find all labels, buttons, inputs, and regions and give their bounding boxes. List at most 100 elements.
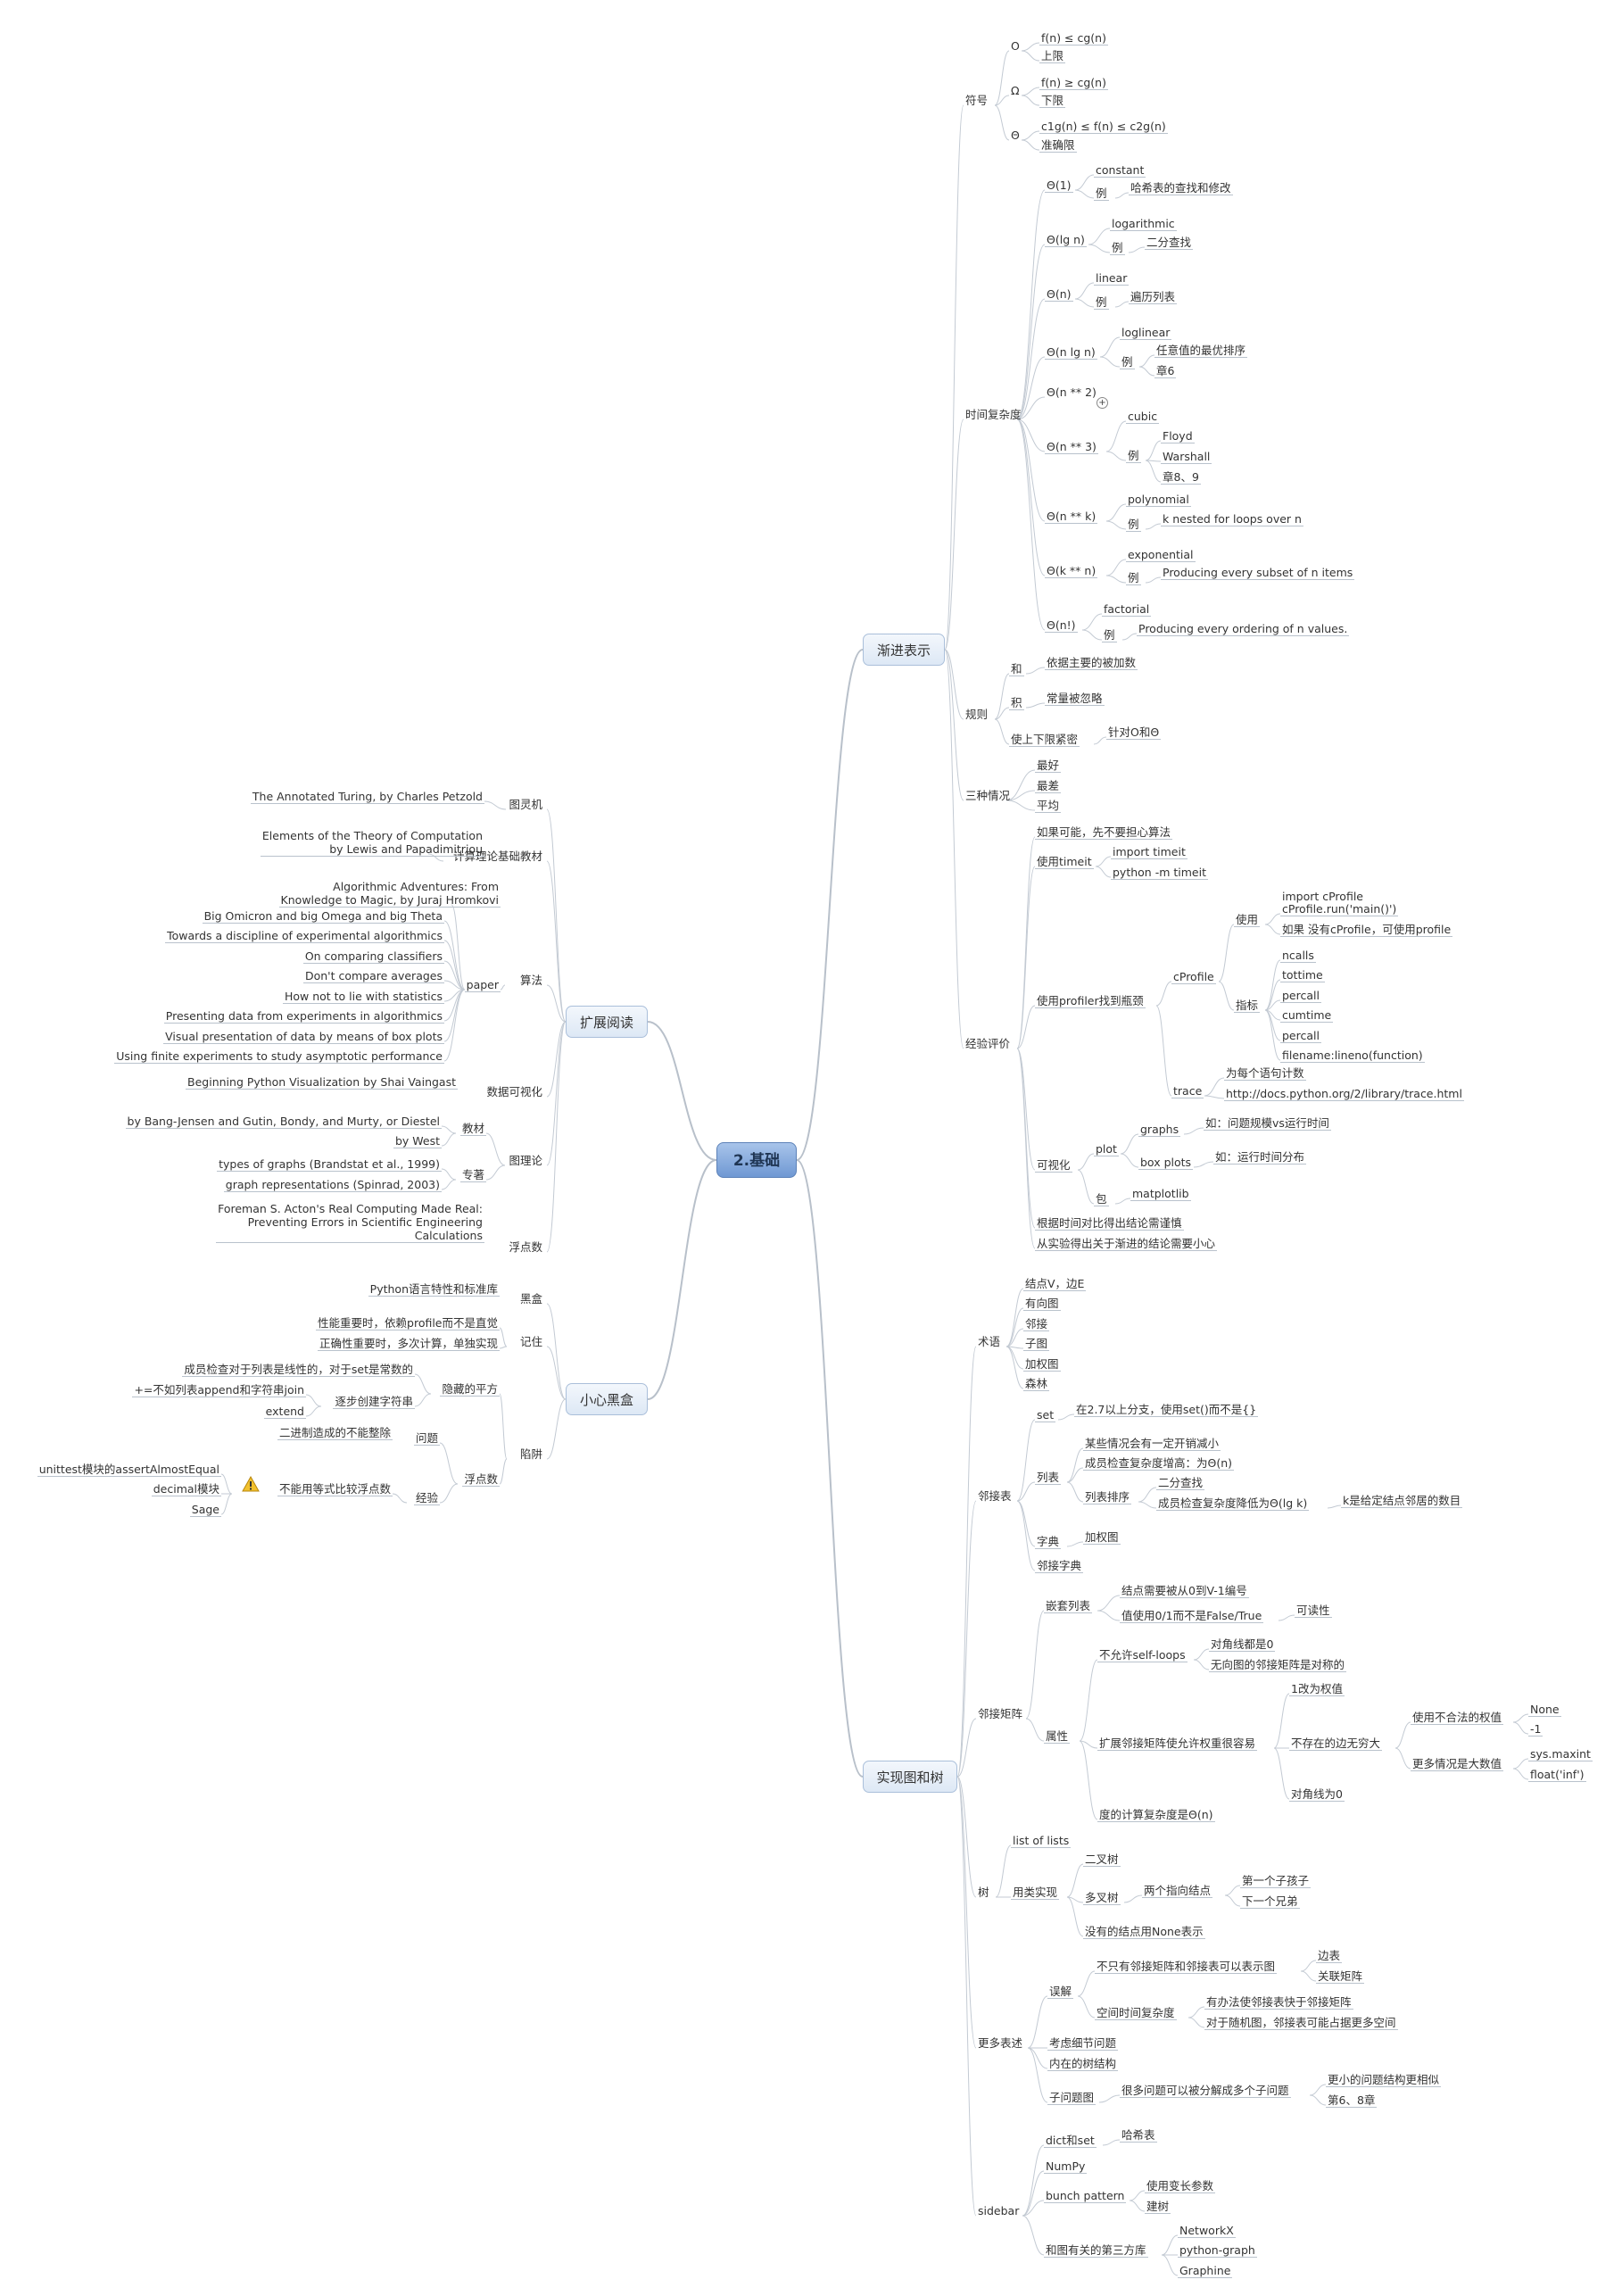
node-pingjun[interactable]: 平均 [1035, 799, 1062, 813]
node-hash[interactable]: 哈希表的查找和修改 [1129, 181, 1233, 195]
node-neg1[interactable]: -1 [1528, 1722, 1543, 1737]
node-ruguomei[interactable]: 如果 没有cProfile，可使用profile [1280, 923, 1453, 937]
central-topic[interactable]: 2.基础 [716, 1142, 797, 1178]
node-zitu[interactable]: 子图 [1023, 1337, 1050, 1351]
node-lbpx2[interactable]: 成员检查复杂度降低为Θ(lg k) [1156, 1496, 1310, 1511]
node-jisuan[interactable]: 计算理论基础教材 [452, 850, 542, 863]
node-traceurl[interactable]: http://docs.python.org/2/library/trace.h… [1224, 1087, 1464, 1101]
node-li[interactable]: 例 [1110, 241, 1125, 255]
node-jiaquan[interactable]: 加权图 [1023, 1357, 1061, 1372]
node-pytimeit[interactable]: python -m timeit [1111, 866, 1208, 880]
node-lbpx[interactable]: 列表排序 [1083, 1490, 1132, 1504]
node-yincang[interactable]: 隐藏的平方 [440, 1382, 500, 1397]
node-loglinear[interactable]: loglinear [1120, 326, 1172, 340]
node-linjie[interactable]: 邻接 [1023, 1317, 1050, 1331]
node-zhang89[interactable]: 章8、9 [1161, 470, 1201, 485]
node-dictset[interactable]: dict和set [1044, 2134, 1097, 2148]
node-percall[interactable]: percall [1280, 989, 1321, 1003]
node-wenti[interactable]: 问题 [413, 1431, 440, 1446]
node-fOm[interactable]: f(n) ≥ cg(n) [1039, 76, 1108, 90]
node-zhang68[interactable]: 第6、8章 [1326, 2093, 1378, 2108]
node-meige[interactable]: 为每个语句计数 [1224, 1066, 1306, 1081]
node-tkn[interactable]: Θ(k ** n) [1045, 564, 1098, 578]
node-bao[interactable]: 包 [1094, 1192, 1109, 1206]
node-ncalls[interactable]: ncalls [1280, 949, 1316, 963]
node-visual[interactable]: Visual presentation of data by means of … [163, 1030, 444, 1044]
node-tnk[interactable]: Θ(n ** k) [1045, 510, 1098, 524]
node-linjiebiao[interactable]: 邻接表 [978, 1489, 1012, 1503]
node-genju[interactable]: 根据时间对比得出结论需谨慎 [1035, 1216, 1184, 1231]
node-shangxian[interactable]: 上限 [1039, 49, 1066, 63]
node-tnlg[interactable]: Θ(n lg n) [1045, 345, 1097, 360]
node-jiaquantu[interactable]: 加权图 [1083, 1530, 1121, 1545]
node-tn3[interactable]: Θ(n ** 3) [1045, 440, 1098, 454]
node-xingneng[interactable]: 性能重要时，依赖profile而不是直觉 [316, 1316, 500, 1330]
node-spinrad[interactable]: graph representations (Spinrad, 2003) [223, 1178, 442, 1192]
node-qiantao[interactable]: 嵌套列表 [1044, 1599, 1093, 1613]
node-Th[interactable]: Θ [1011, 128, 1020, 142]
node-youban[interactable]: 有办法使邻接表快于邻接矩阵 [1204, 1995, 1353, 2010]
node-factorial[interactable]: factorial [1102, 602, 1152, 617]
node-he1[interactable]: 依据主要的被加数 [1045, 656, 1138, 670]
node-bigo[interactable]: Big Omicron and big Omega and big Theta [202, 909, 444, 924]
node-dont[interactable]: Don't compare averages [302, 969, 444, 983]
node-fudianshu[interactable]: 浮点数 [509, 1240, 542, 1254]
node-haxibiao[interactable]: 哈希表 [1120, 2128, 1157, 2143]
node-liebiao[interactable]: 列表 [1035, 1471, 1062, 1485]
node-zhang6[interactable]: 章6 [1154, 364, 1177, 378]
node-tn[interactable]: Θ(n) [1045, 287, 1073, 302]
node-erjinzhi[interactable]: 二进制造成的不能整除 [277, 1426, 393, 1440]
node-heihe[interactable]: 黑盒 [519, 1292, 542, 1305]
node-bunx[interactable]: 不允许self-loops [1097, 1648, 1188, 1662]
node-kongjian[interactable]: 空间时间复杂度 [1095, 2006, 1177, 2020]
node-qt2[interactable]: 值使用0/1而不是False/True [1120, 1609, 1264, 1623]
branch-kuozhan[interactable]: 扩展阅读 [566, 1006, 648, 1038]
node-zhengque[interactable]: 正确性重要时，多次计算，单独实现 [317, 1337, 500, 1351]
node-polynomial[interactable]: polynomial [1126, 493, 1191, 507]
node-subset[interactable]: Producing every subset of n items [1161, 566, 1355, 580]
node-vaingast[interactable]: Beginning Python Visualization by Shai V… [186, 1075, 458, 1090]
branch-shixian[interactable]: 实现图和树 [863, 1761, 957, 1793]
node-networkx[interactable]: NetworkX [1178, 2224, 1236, 2238]
node-comparing[interactable]: On comparing classifiers [302, 949, 444, 964]
node-jiedian[interactable]: 结点V，边E [1023, 1277, 1087, 1291]
node-gengduobiaoshu[interactable]: 更多表述 [978, 2036, 1023, 2050]
node-boxplots[interactable]: box plots [1138, 1156, 1194, 1170]
node-graphs[interactable]: graphs [1138, 1123, 1181, 1137]
node-bianchang[interactable]: 使用变长参数 [1145, 2179, 1216, 2193]
node-bucunzai[interactable]: 不存在的边无穷大 [1289, 1737, 1383, 1751]
node-inf[interactable]: float('inf') [1528, 1768, 1586, 1782]
node-maxint[interactable]: sys.maxint [1528, 1747, 1593, 1761]
node-trace[interactable]: trace [1171, 1084, 1204, 1098]
node-kuozhan2[interactable]: 扩展邻接矩阵使允许权重很容易 [1097, 1737, 1258, 1751]
node-ji[interactable]: 积 [1009, 696, 1024, 710]
node-linjiejuzhen[interactable]: 邻接矩阵 [978, 1707, 1023, 1720]
node-none[interactable]: None [1528, 1703, 1561, 1717]
node-li[interactable]: 例 [1094, 186, 1109, 201]
node-warshall[interactable]: Warshall [1161, 450, 1212, 464]
node-duocha[interactable]: 多叉树 [1083, 1891, 1121, 1905]
node-guize[interactable]: 规则 [965, 708, 989, 721]
node-zhuanzhu[interactable]: 专著 [459, 1168, 486, 1182]
node-presenting[interactable]: Presenting data from experiments in algo… [163, 1009, 444, 1024]
node-hownot[interactable]: How not to lie with statistics [282, 990, 444, 1004]
node-pygraph[interactable]: python-graph [1178, 2243, 1257, 2258]
node-constant[interactable]: constant [1094, 163, 1146, 178]
node-timeit[interactable]: 使用timeit [1035, 855, 1094, 869]
node-duijiao[interactable]: 对角线都是0 [1209, 1637, 1276, 1652]
node-importcp[interactable]: import cProfile [1282, 890, 1363, 903]
node-shujukeshi[interactable]: 数据可视化 [486, 1085, 542, 1098]
node-xiayige[interactable]: 下一个兄弟 [1240, 1894, 1300, 1909]
node-petzold[interactable]: The Annotated Turing, by Charles Petzold [250, 790, 484, 804]
node-shangxia[interactable]: 使上下限紧密 [1009, 733, 1080, 747]
node-xianjing[interactable]: 陷阱 [519, 1447, 542, 1461]
node-shuyu[interactable]: 术语 [978, 1335, 1001, 1348]
node-li[interactable]: 例 [1094, 295, 1109, 310]
node-profiler[interactable]: 使用profiler找到瓶颈 [1035, 994, 1146, 1008]
node-kaolv[interactable]: 考虑细节问题 [1047, 2036, 1119, 2051]
node-zhendui[interactable]: 针对O和Θ [1106, 725, 1162, 740]
node-sidebar[interactable]: sidebar [978, 2204, 1020, 2217]
node-kedu[interactable]: 可读性 [1295, 1604, 1332, 1618]
node-ruguo[interactable]: 如果可能，先不要担心算法 [1035, 825, 1173, 840]
node-Om[interactable]: Ω [1011, 84, 1020, 97]
